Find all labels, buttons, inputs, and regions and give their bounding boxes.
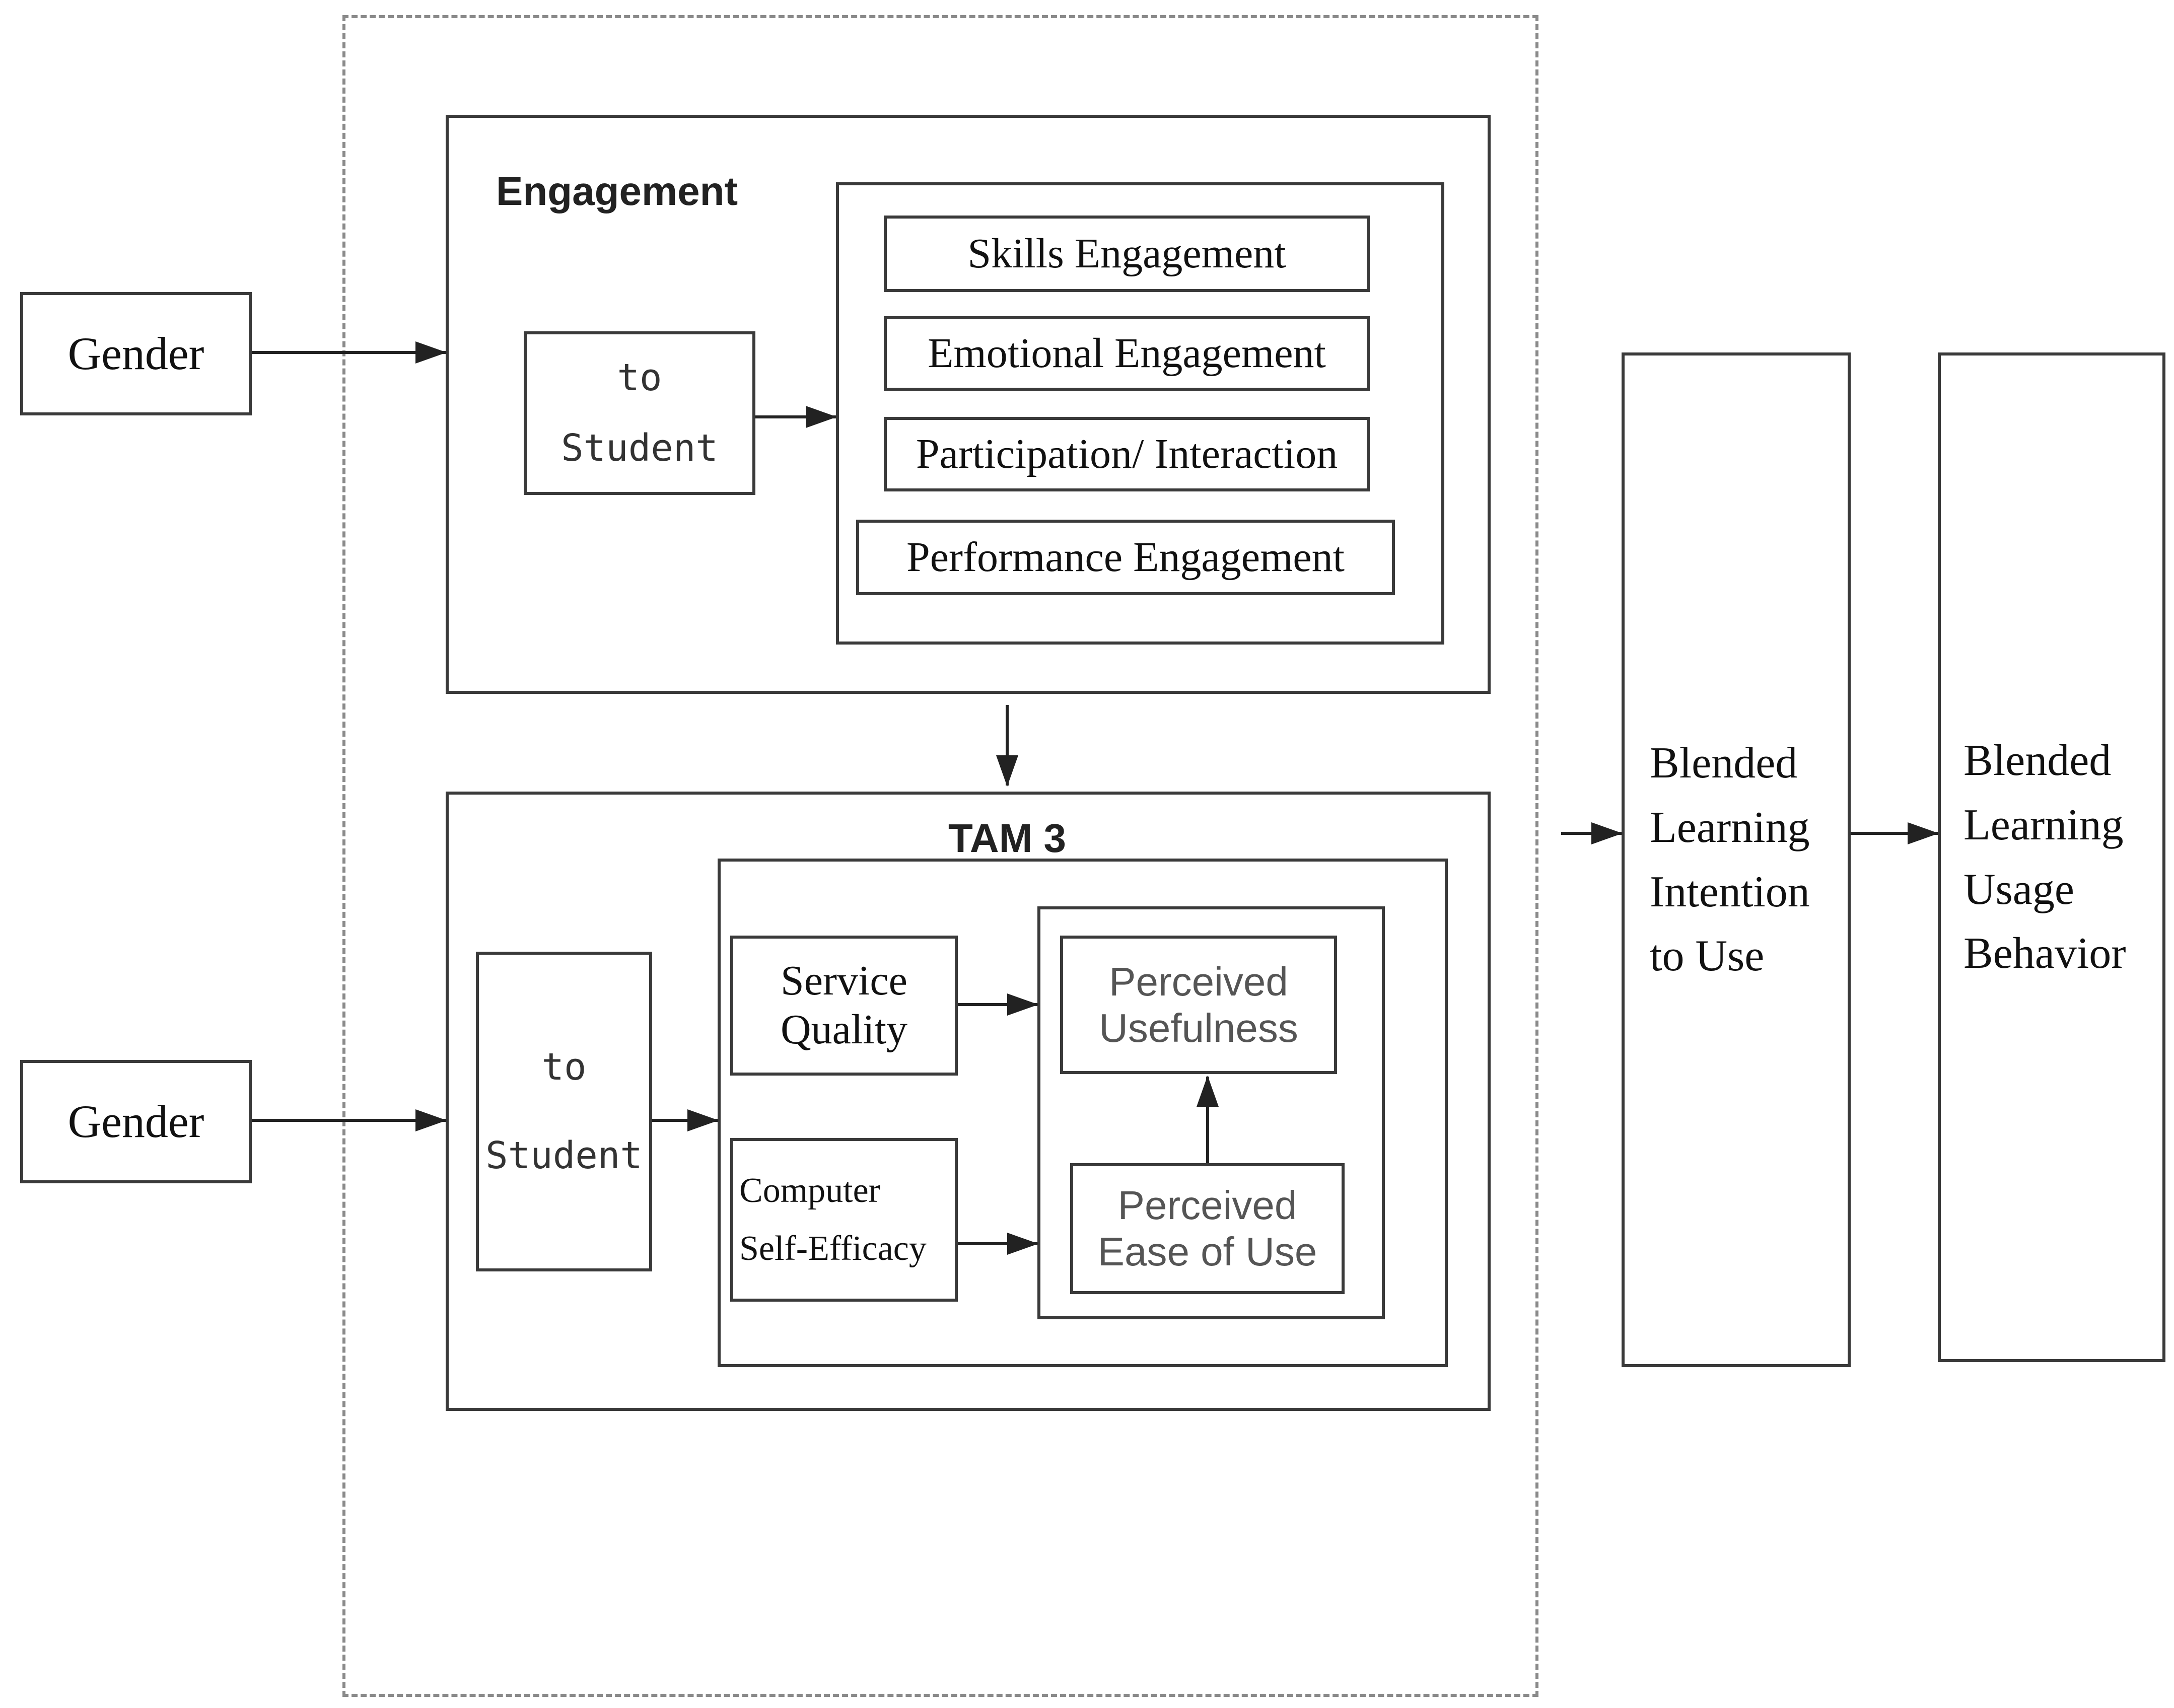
emotional-engagement-box: Emotional Engagement	[884, 316, 1370, 391]
participation-interaction-label: Participation/ Interaction	[916, 430, 1338, 477]
tam3-mediator-box: to Student	[476, 952, 652, 1271]
computer-self-efficacy-line2: Self-Efficacy	[739, 1229, 927, 1268]
gender-label-bottom: Gender	[67, 1095, 204, 1147]
intention-line4: to Use	[1650, 932, 1765, 981]
gender-label-top: Gender	[67, 327, 204, 379]
computer-self-efficacy-box: Computer Self-Efficacy	[730, 1138, 958, 1302]
tam3-title: TAM 3	[948, 816, 1067, 861]
performance-engagement-box: Performance Engagement	[856, 520, 1395, 595]
computer-self-efficacy-line1: Computer	[739, 1171, 880, 1210]
gender-box-top: Gender	[20, 292, 252, 415]
gender-box-bottom: Gender	[20, 1060, 252, 1183]
intention-line1: Blended	[1650, 739, 1798, 788]
tam3-mediator-line1: to	[541, 1045, 587, 1089]
emotional-engagement-label: Emotional Engagement	[928, 329, 1326, 377]
behavior-line1: Blended	[1963, 736, 2112, 786]
engagement-mediator-line2: Student	[561, 426, 718, 470]
behavior-line3: Usage	[1963, 865, 2074, 914]
usage-behavior-box: Blended Learning Usage Behavior	[1938, 352, 2165, 1362]
behavior-line4: Behavior	[1963, 929, 2126, 978]
engagement-mediator-line1: to	[617, 355, 662, 399]
skills-engagement-label: Skills Engagement	[967, 230, 1286, 277]
participation-interaction-box: Participation/ Interaction	[884, 417, 1370, 491]
perceived-ease-of-use-box: Perceived Ease of Use	[1070, 1163, 1345, 1294]
intention-line3: Intention	[1650, 867, 1810, 916]
engagement-title: Engagement	[496, 169, 738, 214]
intention-to-use-box: Blended Learning Intention to Use	[1622, 352, 1851, 1367]
skills-engagement-box: Skills Engagement	[884, 216, 1370, 292]
perceived-usefulness-label: Perceived Usefulness	[1099, 959, 1298, 1050]
perceived-ease-of-use-label: Perceived Ease of Use	[1097, 1183, 1317, 1274]
performance-engagement-label: Performance Engagement	[906, 533, 1345, 581]
moderation-frame	[342, 15, 1538, 1697]
tam3-mediator-line2: Student	[485, 1133, 643, 1177]
service-quality-label: Service Quality	[781, 957, 907, 1053]
engagement-mediator-box: to Student	[524, 331, 755, 495]
service-quality-box: Service Quality	[730, 936, 958, 1076]
behavior-line2: Learning	[1963, 800, 2124, 849]
perceived-usefulness-box: Perceived Usefulness	[1060, 936, 1337, 1074]
intention-line2: Learning	[1650, 803, 1810, 852]
